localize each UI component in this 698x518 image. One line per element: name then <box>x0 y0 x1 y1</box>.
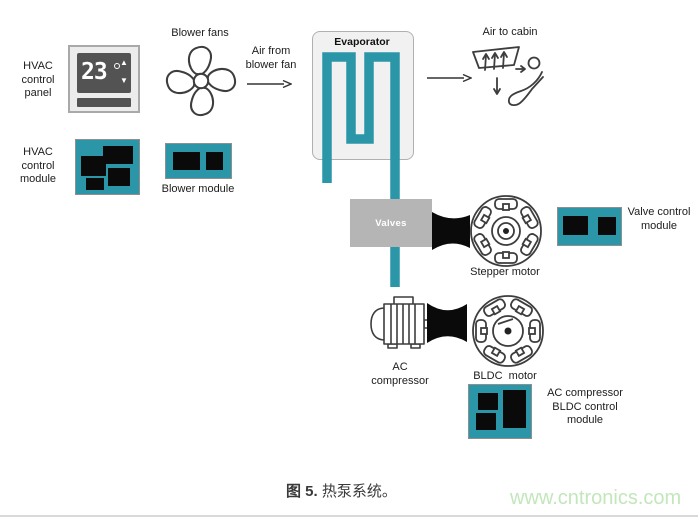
figure-number: 图 5. <box>286 483 318 500</box>
valves-label: Valves <box>375 217 407 229</box>
hvac-module-label: HVAC control module <box>19 146 57 185</box>
cabin-vent-passenger-icon <box>472 46 544 107</box>
refrigerant-pipe <box>322 52 400 287</box>
chip <box>206 152 223 170</box>
chip <box>598 217 616 235</box>
temperature-value: 23 <box>81 59 108 85</box>
temperature-display: 23 ▲ ▼ <box>77 53 131 93</box>
chip <box>86 178 104 190</box>
valves-box: Valves <box>350 199 432 247</box>
bottom-divider <box>0 515 698 517</box>
blower-fans-label: Blower fans <box>171 27 229 39</box>
bldc-motor-label: BLDC motor <box>473 370 537 382</box>
chip <box>476 413 496 430</box>
ac-bldc-control-module-board <box>468 384 532 439</box>
stepper-motor-label: Stepper motor <box>470 266 540 278</box>
chip <box>108 168 130 186</box>
shaft-coupling-icon <box>427 303 467 343</box>
figure-caption-text: 热泵系统。 <box>317 483 397 500</box>
hvac-panel-label: HVAC control panel <box>21 60 55 99</box>
chip <box>478 393 498 410</box>
bldc-motor-icon <box>472 295 544 367</box>
valve-control-module-label: Valve control module <box>627 206 691 232</box>
shaft-coupling-icon <box>432 212 470 250</box>
ac-compressor-label: AC compressor <box>371 361 429 387</box>
watermark-text: www.cntronics.com <box>510 487 682 509</box>
ac-bldc-control-module-label: AC compressor BLDC control module <box>547 387 623 426</box>
evaporator-label: Evaporator <box>334 36 390 48</box>
air-from-blower-label: Air from blower fan <box>245 45 297 71</box>
blower-module-board <box>165 143 232 179</box>
degree-dot-icon <box>114 63 120 69</box>
fan-icon <box>166 46 236 116</box>
hvac-control-module-board <box>75 139 140 195</box>
chip <box>81 156 106 176</box>
figure-caption: 图 5. 热泵系统。 <box>286 480 397 501</box>
chip <box>173 152 200 170</box>
ac-compressor-icon <box>370 296 432 349</box>
panel-bottom-bar <box>77 98 131 107</box>
blower-module-label: Blower module <box>161 183 235 195</box>
chip <box>563 216 588 235</box>
valve-control-module-board <box>557 207 622 246</box>
chip <box>503 390 526 428</box>
flow-arrow-icon <box>427 73 472 83</box>
flow-arrow-icon <box>247 79 292 89</box>
stepper-motor-icon <box>470 195 542 267</box>
hvac-control-panel-icon: 23 ▲ ▼ <box>68 45 140 113</box>
chip <box>103 146 133 164</box>
down-triangle-icon: ▼ <box>120 76 128 85</box>
air-to-cabin-label: Air to cabin <box>482 26 538 38</box>
up-triangle-icon: ▲ <box>120 58 128 67</box>
